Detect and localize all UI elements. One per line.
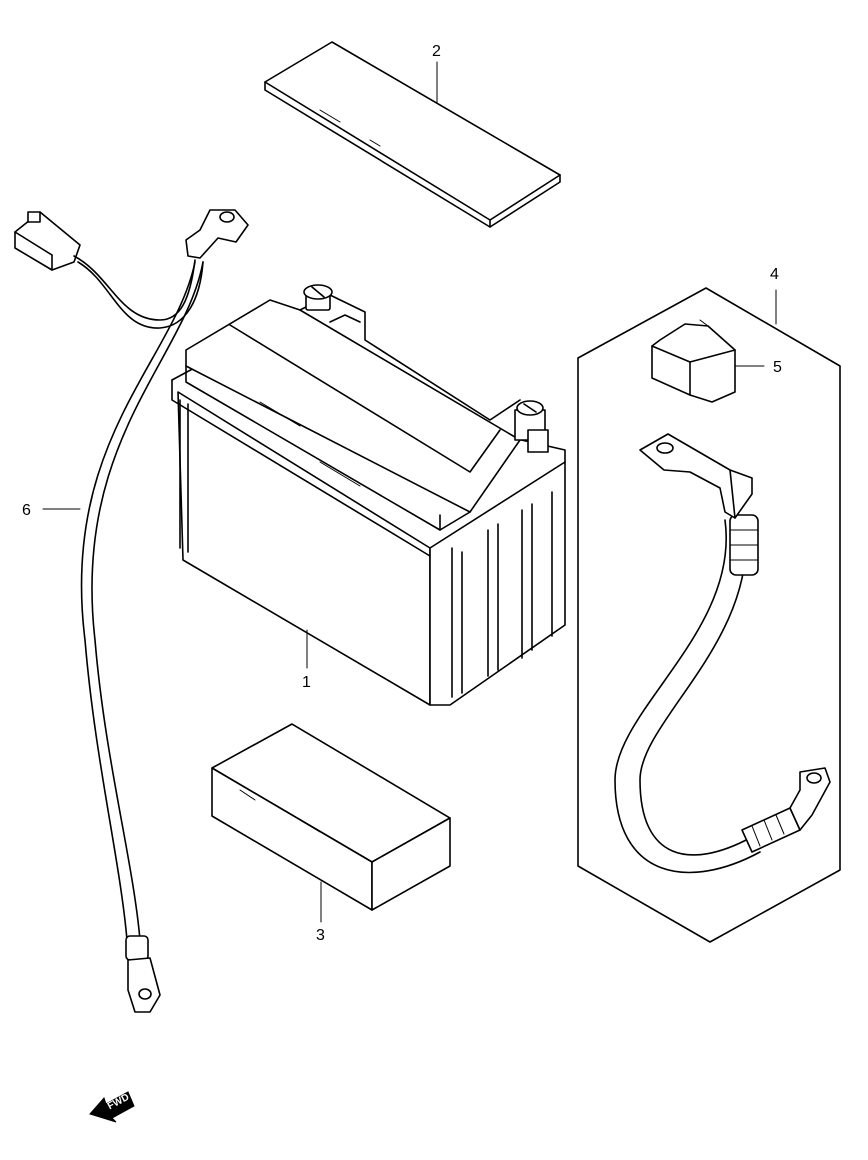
callout-2: 2: [432, 43, 441, 60]
callout-6: 6: [22, 502, 31, 519]
battery: [171, 284, 566, 706]
harness: [14, 209, 249, 1013]
callout-1: 1: [302, 674, 311, 691]
terminal-cap: [651, 319, 736, 403]
callout-3: 3: [316, 927, 325, 944]
cable-set: [577, 287, 841, 943]
cover-plate: [264, 41, 561, 228]
callout-5: 5: [773, 359, 782, 376]
callout-4: 4: [770, 266, 779, 283]
battery-pad: [211, 723, 451, 911]
fwd-arrow-icon: FWD: [89, 1091, 135, 1123]
